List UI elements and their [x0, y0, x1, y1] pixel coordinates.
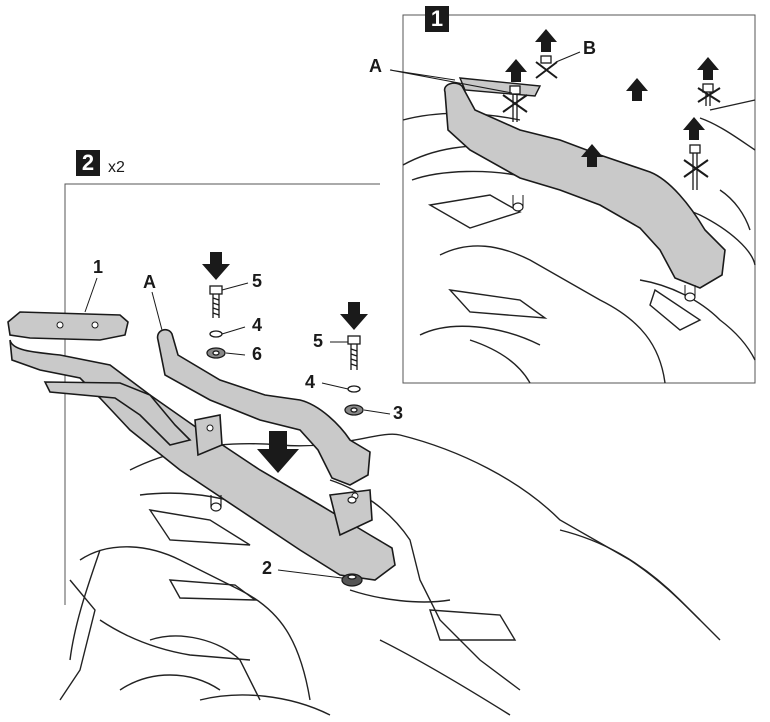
callout-2: 2 [262, 558, 273, 578]
step1-part-a [443, 77, 726, 302]
step-2-multiplier: x2 [108, 159, 125, 176]
step2-bike-outline [59, 433, 721, 716]
callout-4-left: 4 [252, 315, 263, 335]
callout-b: B [583, 38, 596, 58]
rack-bolt-holes [56, 321, 359, 500]
cross-out-icon [502, 61, 721, 178]
step2-leader-lines [84, 277, 391, 579]
callout-1: 1 [93, 257, 104, 277]
step1-bolts [509, 55, 714, 190]
callout-a-step1: A [369, 56, 382, 76]
step1-bike-outline [402, 99, 756, 384]
part-a-bracket [156, 328, 371, 486]
step-1-badge: 1 [425, 6, 449, 32]
step2-panel [64, 183, 380, 605]
hardware-stack-right [344, 335, 364, 416]
hardware-stack-left [206, 285, 226, 359]
part-1-rack [7, 311, 396, 581]
callout-a-step2: A [143, 272, 156, 292]
callout-5-right: 5 [313, 331, 324, 351]
step-2-badge: 2 [76, 150, 100, 176]
callout-6: 6 [252, 344, 263, 364]
callout-5-left: 5 [252, 271, 263, 291]
step1-panel [402, 14, 756, 384]
part-2-grommet [341, 573, 363, 587]
callout-4-right: 4 [305, 372, 316, 392]
callout-3: 3 [393, 403, 404, 423]
step1-leader-lines [389, 51, 581, 94]
mounting-posts [210, 495, 357, 512]
